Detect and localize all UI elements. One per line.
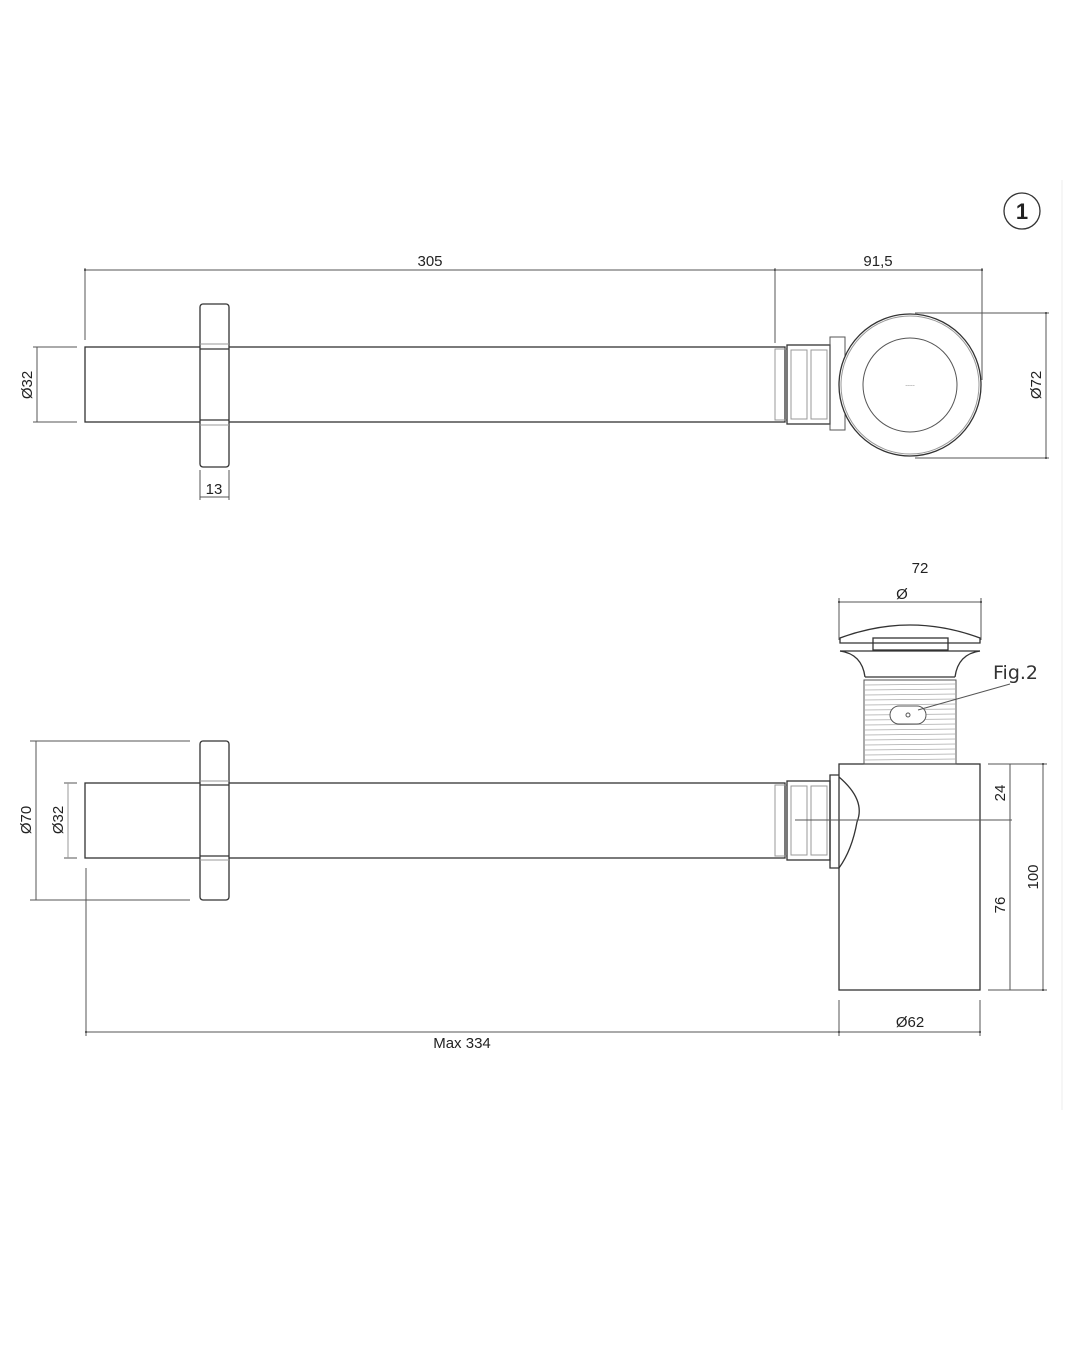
dimension-cap-diameter-top: Ø72 <box>915 311 1049 460</box>
pipe <box>84 782 786 859</box>
dimension-24-76: 24 76 <box>988 763 1015 991</box>
dimension-label: Max 334 <box>433 1035 491 1052</box>
dimension-label: 305 <box>417 253 442 270</box>
trap-body <box>829 763 981 991</box>
dimension-label: Fig.2 <box>993 662 1038 684</box>
dimension-body-diameter: Ø62 <box>838 1000 982 1036</box>
dimension-pipe-diameter-side: Ø32 <box>50 782 77 859</box>
dimension-cap-diameter-side: 72 Ø <box>837 560 983 640</box>
sheet-number-badge: 1 <box>1003 192 1041 230</box>
overflow-slot <box>889 705 927 725</box>
dimension-label: 100 <box>1025 864 1042 889</box>
dimension-label: Ø72 <box>1028 371 1045 399</box>
dimension-flange-thickness: 13 <box>199 470 230 500</box>
side-view: Fig.2 72 Ø Ø70 Ø32 24 <box>18 560 1047 1052</box>
top-view: ~~~~ 305 91,5 Ø32 13 <box>19 253 1049 500</box>
logo: ~~~~ <box>905 383 915 388</box>
dimension-label: Ø <box>896 586 908 603</box>
dimension-pipe-diameter-top: Ø32 <box>19 346 77 423</box>
pipe <box>84 346 786 423</box>
dimension-label: Ø32 <box>19 371 36 399</box>
dimension-flange-diameter: Ø70 <box>18 740 190 901</box>
dimension-label: 13 <box>206 481 223 498</box>
thread-hatch <box>863 683 957 761</box>
drain-valve: Fig.2 <box>839 624 1038 765</box>
dimension-label: 76 <box>992 897 1009 914</box>
dimension-label: 24 <box>992 785 1009 802</box>
trap-cap-top: ~~~~ <box>838 313 982 457</box>
dimension-label: 1 <box>1016 199 1028 224</box>
dimension-label: Ø32 <box>50 806 67 834</box>
dimension-100: 100 <box>1015 762 1047 992</box>
dimension-91-5: 91,5 <box>775 253 984 380</box>
dimension-label: 91,5 <box>863 253 892 270</box>
wall-flange <box>199 303 230 468</box>
wall-flange <box>199 740 230 901</box>
dimension-label: Ø70 <box>18 806 35 834</box>
callout-leader <box>917 683 1011 711</box>
dimension-label: 72 <box>912 560 929 577</box>
dimension-305: 305 <box>83 253 777 343</box>
dimension-label: Ø62 <box>896 1014 924 1031</box>
dimension-max-334: Max 334 <box>84 868 841 1052</box>
